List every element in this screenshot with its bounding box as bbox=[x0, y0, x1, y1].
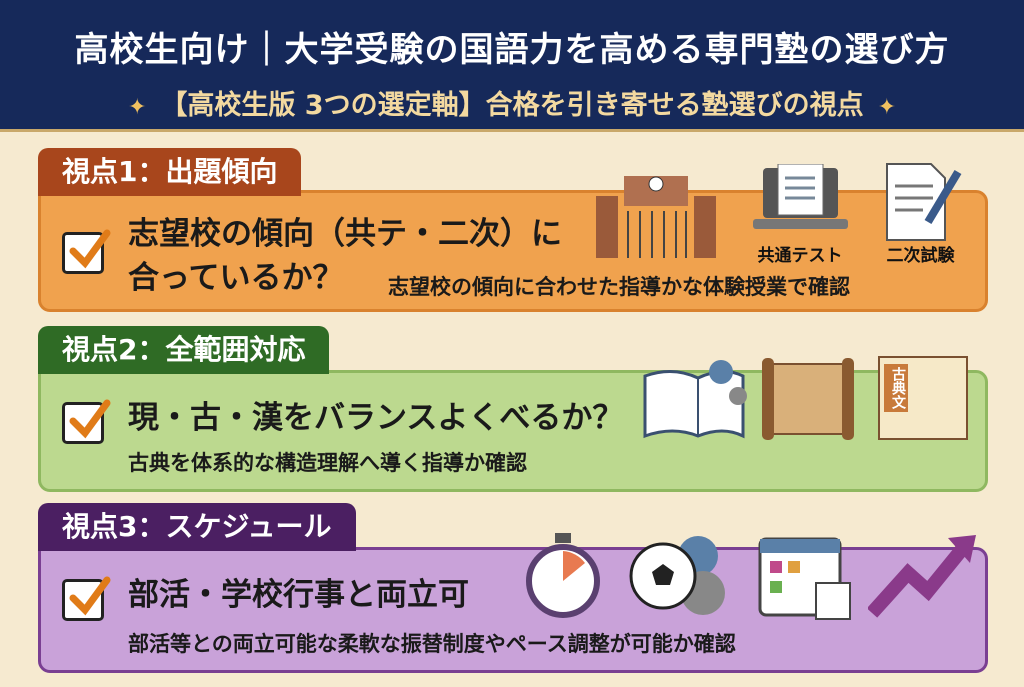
document-pen-icon bbox=[886, 163, 962, 241]
section-tab: 視点2：全範囲対応 bbox=[38, 326, 330, 374]
section-full-range: 視点2：全範囲対応 現・古・漢をバランスよくべるか？ 古典を体系的な構造理解へ導… bbox=[38, 326, 988, 492]
soccer-ball-gears-icon bbox=[629, 536, 725, 615]
section-heading: 現・古・漢をバランスよくべるか？ bbox=[128, 400, 624, 436]
section-exam-trend: 視点1：出題傾向 志望校の傾向（共テ・二次）に 合っているか？ 志望校の傾向に合… bbox=[38, 148, 988, 312]
section-description: 部活等との両立可能な柔軟な振替制度やペース調整が可能か確認 bbox=[128, 632, 736, 656]
section-schedule: 視点3：スケジュール 部活・学校行事と両立可 部活等との両立可能な柔軟な振替制度… bbox=[38, 503, 988, 673]
section-description: 古典を体系的な構造理解へ導く指導か確認 bbox=[128, 451, 527, 475]
section-description: 志望校の傾向に合わせた指導かな体験授業で確認 bbox=[388, 275, 850, 299]
stopwatch-icon bbox=[526, 533, 600, 618]
section-tab: 視点1：出題傾向 bbox=[38, 148, 302, 196]
checkbox-icon bbox=[62, 576, 111, 621]
subtitle-text: 【高校生版 3つの選定軸】合格を引き寄せる塾選びの視点 bbox=[160, 90, 864, 121]
checkbox-icon bbox=[62, 399, 111, 444]
laptop-test-icon bbox=[753, 164, 848, 229]
icon-label: 共通テスト bbox=[757, 246, 843, 266]
scroll-icon bbox=[762, 358, 854, 440]
page-subtitle: ✦ 【高校生版 3つの選定軸】合格を引き寄せる塾選びの視点 ✦ bbox=[0, 83, 1024, 122]
calendar-icon bbox=[758, 537, 851, 620]
checkbox-icon bbox=[62, 229, 111, 274]
school-gate-icon bbox=[596, 176, 716, 258]
icon-label: 二次試験 bbox=[886, 246, 955, 266]
page-title: 高校生向け｜大学受験の国語力を高める専門塾の選び方 bbox=[74, 30, 950, 70]
classic-text-icon: 古典文 bbox=[878, 356, 968, 440]
section-heading: 部活・学校行事と両立可 bbox=[128, 577, 469, 613]
book-gears-icon bbox=[643, 360, 747, 439]
classic-text-label: 古典文 bbox=[884, 364, 908, 412]
section-heading-line2: 合っているか？ bbox=[128, 260, 344, 296]
section-heading: 志望校の傾向（共テ・二次）に bbox=[128, 216, 562, 252]
growth-arrow-icon bbox=[868, 535, 976, 618]
header-banner: 高校生向け｜大学受験の国語力を高める専門塾の選び方 ✦ 【高校生版 3つの選定軸】… bbox=[0, 0, 1024, 132]
section-tab: 視点3：スケジュール bbox=[38, 503, 356, 551]
sparkle-icon: ✦ bbox=[877, 95, 897, 120]
sparkle-icon: ✦ bbox=[127, 95, 147, 120]
